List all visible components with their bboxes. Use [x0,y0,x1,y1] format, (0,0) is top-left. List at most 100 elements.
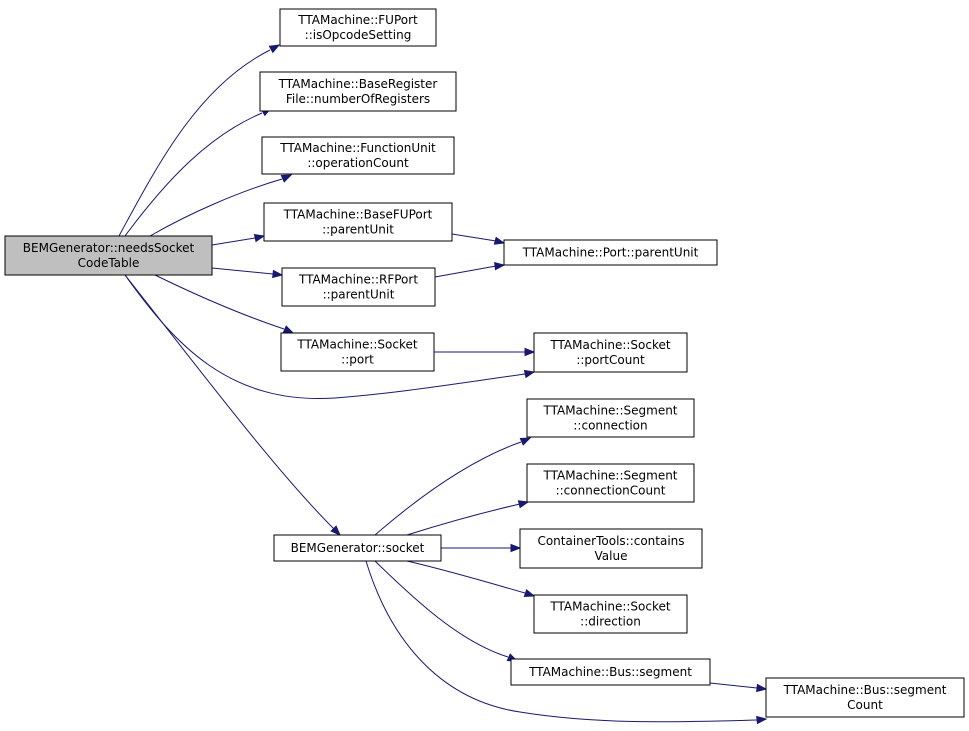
node-box[interactable] [261,136,455,175]
edge-line [124,274,335,530]
edge-bem_socket-to-segment_connection [374,437,532,536]
node-box[interactable] [533,332,688,373]
arrowhead-icon [493,236,506,245]
node-label-line: ::operationCount [307,156,409,170]
edge-needs_socket-to-baseregfile_num [124,107,273,237]
node-bus-segment[interactable]: TTAMachine::Bus::segment [510,658,711,686]
node-rfport-parent[interactable]: TTAMachine::RFPort::parentUnit [281,267,436,307]
node-label-line: ::connectionCount [556,484,666,498]
node-label-line: ::portCount [576,353,645,367]
node-box[interactable] [281,267,436,307]
node-funit-opcount[interactable]: TTAMachine::FunctionUnit::operationCount [261,136,455,175]
node-label-line: TTAMachine::Segment [542,404,677,418]
arrowhead-icon [253,233,266,243]
node-label-line: TTAMachine::BaseFUPort [283,208,433,222]
edge-line [709,682,758,689]
node-box[interactable] [263,202,453,242]
edge-line [211,267,274,275]
edge-line [374,441,522,536]
node-box[interactable] [503,239,718,266]
node-segment-conncount[interactable]: TTAMachine::Segment::connectionCount [526,463,695,503]
arrowhead-icon [282,325,295,334]
edge-bem_socket-to-segment_conncount [406,500,530,536]
arrowhead-icon [523,588,536,598]
node-label-line: BEMGenerator::socket [291,541,425,555]
node-label-line: CodeTable [78,256,140,270]
edge-line [365,560,758,723]
node-label-line: TTAMachine::Socket [549,600,671,614]
node-box[interactable] [4,235,213,276]
arrowhead-icon [494,261,506,271]
arrowhead-icon [268,44,281,54]
edge-bem_socket-to-bus_segment [374,560,519,662]
node-box[interactable] [280,332,435,372]
edge-bem_socket-to-bus_segmentcount [365,560,768,725]
node-fuport-isopcode[interactable]: TTAMachine::FUPort::isOpcodeSetting [279,8,437,47]
node-socket-direction[interactable]: TTAMachine::Socket::direction [533,594,688,634]
node-label-line: Count [847,698,883,712]
edge-line [124,274,526,400]
node-box[interactable] [510,658,711,686]
edge-line [406,560,526,594]
node-label-line: TTAMachine::Socket [296,338,418,352]
node-box[interactable] [526,463,695,503]
edge-line [124,112,263,237]
edge-bem_socket-to-socket_direction [406,560,536,598]
node-label-line: TTAMachine::Bus::segment [528,665,692,679]
node-label-line: ::port [341,353,374,367]
edge-line [118,49,271,237]
node-box[interactable] [519,528,703,569]
arrowhead-icon [523,369,536,379]
node-bem-socket[interactable]: BEMGenerator::socket [273,534,442,562]
node-label-line: TTAMachine::FUPort [297,13,418,27]
node-box[interactable] [259,71,457,112]
node-socket-portcount[interactable]: TTAMachine::Socket::portCount [533,332,688,373]
edge-bus_segment-to-bus_segmentcount [709,682,768,693]
arrowhead-icon [756,683,768,693]
edge-line [374,560,509,658]
node-label-line: TTAMachine::BaseRegister [278,77,438,91]
node-baseregfile-num[interactable]: TTAMachine::BaseRegisterFile::numberOfRe… [259,71,457,112]
edge-line [434,265,497,278]
arrowhead-icon [510,543,522,553]
node-box[interactable] [279,8,437,47]
arrowhead-icon [524,347,536,357]
node-socket-port[interactable]: TTAMachine::Socket::port [280,332,435,372]
edge-line [406,503,521,536]
node-box[interactable] [533,594,688,634]
node-label-line: ::direction [580,615,641,629]
node-label-line: TTAMachine::Port::parentUnit [522,246,699,260]
arrowhead-icon [330,525,341,536]
edge-needs_socket-to-fuport_isopcode [118,44,281,237]
node-box[interactable] [765,677,965,718]
node-label-line: TTAMachine::Segment [542,469,677,483]
node-box[interactable] [273,534,442,562]
edge-basefuport_parent-to-port_parent [451,233,506,245]
node-port-parent[interactable]: TTAMachine::Port::parentUnit [503,239,718,266]
edge-needs_socket-to-socket_portcount [124,274,536,400]
edge-needs_socket-to-basefuport_parent [211,233,266,246]
edge-line [211,237,256,246]
edge-bem_socket-to-containertools_contains [441,543,522,553]
edge-line [149,178,283,237]
edge-needs_socket-to-rfport_parent [211,267,284,279]
node-box[interactable] [526,398,695,438]
edge-needs_socket-to-socket_port [154,274,295,334]
arrowhead-icon [519,437,532,446]
edge-socket_port-to-socket_portcount [434,347,536,357]
node-label-line: ::parentUnit [323,288,395,302]
node-label-line: TTAMachine::FunctionUnit [279,141,436,155]
node-label-line: ::connection [573,419,647,433]
node-label-line: TTAMachine::Socket [549,338,671,352]
node-label-line: ::parentUnit [322,223,394,237]
node-basefuport-parent[interactable]: TTAMachine::BaseFUPort::parentUnit [263,202,453,242]
nodes-layer: BEMGenerator::needsSocketCodeTableTTAMac… [4,8,965,718]
node-segment-connection[interactable]: TTAMachine::Segment::connection [526,398,695,438]
node-label-line: ::isOpcodeSetting [305,28,412,42]
node-label-line: BEMGenerator::needsSocket [23,241,195,255]
arrowhead-icon [756,715,768,725]
